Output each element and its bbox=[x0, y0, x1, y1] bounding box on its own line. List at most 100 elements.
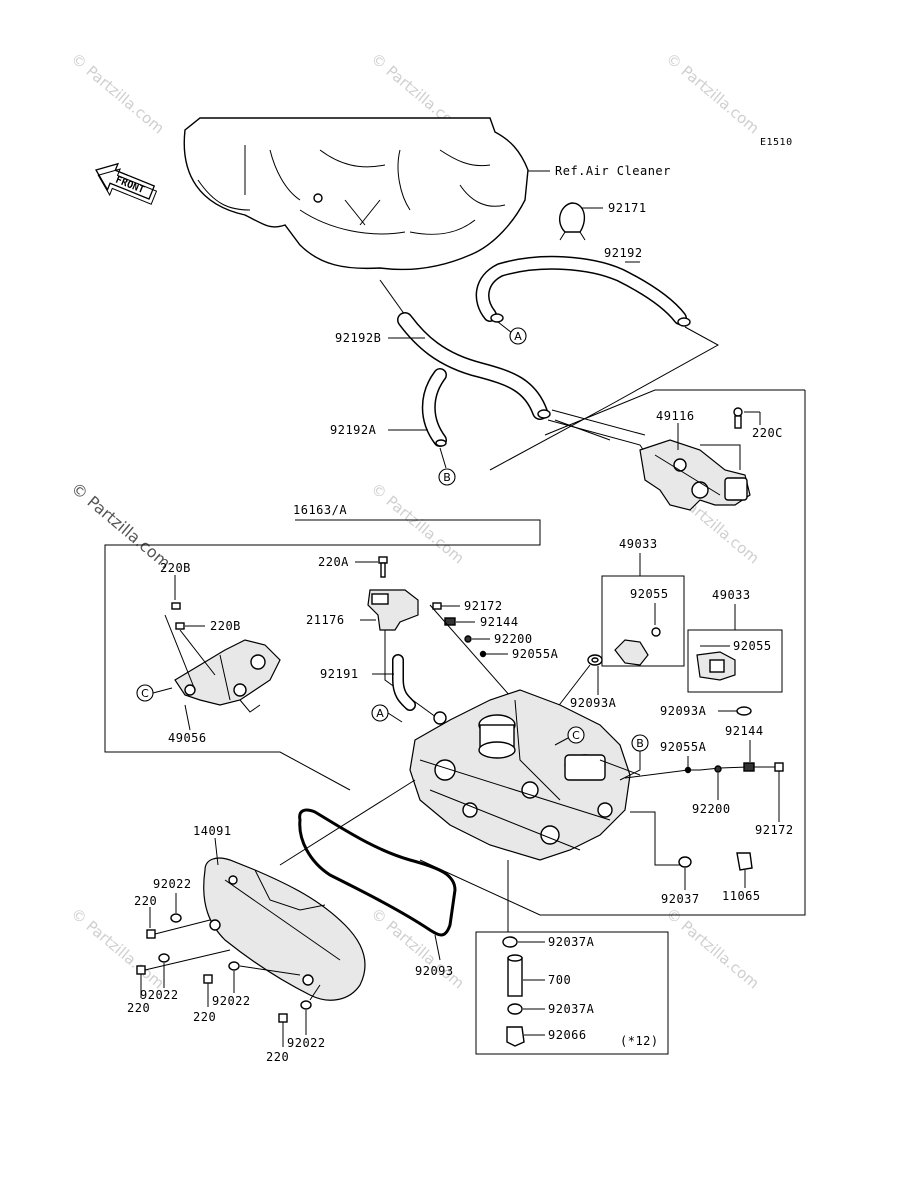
callout-b-top: B bbox=[443, 471, 451, 484]
label-49116: 49116 bbox=[656, 409, 695, 423]
part-220-screw-4 bbox=[278, 1013, 288, 1023]
part-220c-screw bbox=[733, 407, 743, 429]
watermark-3: © Partzilla.com bbox=[662, 49, 762, 137]
diagram-code: E1510 bbox=[760, 137, 793, 148]
label-92171: 92171 bbox=[608, 201, 647, 215]
part-92066-valve bbox=[506, 1026, 525, 1047]
label-220-1: 220 bbox=[134, 894, 157, 908]
part-49056-valve bbox=[164, 614, 281, 713]
part-220-screw-1 bbox=[146, 929, 156, 939]
watermark-1: © Partzilla.com bbox=[67, 49, 167, 137]
part-49033-injector-a bbox=[614, 627, 661, 666]
label-92093a-a: 92093A bbox=[570, 696, 617, 710]
label-220-4: 220 bbox=[266, 1050, 289, 1064]
watermark-7: © Partzilla.com bbox=[367, 904, 467, 992]
callout-b-right: B bbox=[636, 737, 644, 750]
label-220a: 220A bbox=[318, 555, 349, 569]
callout-a-top: A bbox=[514, 330, 522, 343]
part-92055a-upper bbox=[479, 650, 487, 658]
label-note-12: (*12) bbox=[620, 1034, 659, 1048]
part-92022-washer-4 bbox=[300, 1000, 312, 1010]
watermark-dark: © Partzilla.com bbox=[67, 479, 174, 573]
box-note-12 bbox=[475, 931, 669, 1055]
label-49033-a: 49033 bbox=[619, 537, 658, 551]
label-700: 700 bbox=[548, 973, 571, 987]
label-92144-right: 92144 bbox=[725, 724, 764, 738]
part-92022-washer-3 bbox=[228, 961, 240, 971]
label-92037a-a: 92037A bbox=[548, 935, 595, 949]
label-21176: 21176 bbox=[306, 613, 345, 627]
label-220-2: 220 bbox=[127, 1001, 150, 1015]
air-cleaner-housing bbox=[183, 117, 529, 271]
part-92172-upper bbox=[432, 602, 442, 610]
watermark-8: © Partzilla.com bbox=[662, 904, 762, 992]
engine-assembly bbox=[409, 689, 641, 861]
label-92037: 92037 bbox=[661, 892, 700, 906]
box-49033-a bbox=[601, 575, 685, 667]
label-220c: 220C bbox=[752, 426, 783, 440]
watermark-4: © Partzilla.com bbox=[367, 479, 467, 567]
part-220b-screw-b bbox=[175, 622, 185, 630]
label-ref-air-cleaner: Ref.Air Cleaner bbox=[555, 164, 671, 178]
label-92144-upper: 92144 bbox=[480, 615, 519, 629]
part-220-screw-3 bbox=[203, 974, 213, 984]
part-49033-injector-b bbox=[696, 651, 736, 681]
part-220b-screw-a bbox=[171, 602, 181, 610]
label-92192: 92192 bbox=[604, 246, 643, 260]
label-92037a-b: 92037A bbox=[548, 1002, 595, 1016]
part-92093a-seal-a bbox=[587, 654, 603, 666]
label-92022-1: 92022 bbox=[153, 877, 192, 891]
label-14091: 14091 bbox=[193, 824, 232, 838]
label-11065: 11065 bbox=[722, 889, 761, 903]
part-92200-right bbox=[714, 765, 722, 773]
part-92037-clamp bbox=[678, 856, 692, 868]
part-92200-upper bbox=[464, 635, 472, 643]
label-49056: 49056 bbox=[168, 731, 207, 745]
part-92022-washer-1 bbox=[170, 913, 182, 923]
label-220b-a: 220B bbox=[160, 561, 191, 575]
label-92192a: 92192A bbox=[330, 423, 377, 437]
label-92192b: 92192B bbox=[335, 331, 381, 345]
part-92191-hose bbox=[392, 654, 416, 711]
part-92093a-seal-b bbox=[736, 706, 752, 716]
part-11065-cap bbox=[736, 852, 753, 871]
part-220a-screw bbox=[378, 556, 388, 578]
part-14091-cover bbox=[203, 857, 366, 1001]
part-92192-hose bbox=[475, 255, 691, 327]
label-92022-3: 92022 bbox=[212, 994, 251, 1008]
label-220-3: 220 bbox=[193, 1010, 216, 1024]
watermark-6: © Partzilla.com bbox=[67, 904, 167, 992]
callout-c-right: C bbox=[572, 729, 580, 742]
label-92055-b: 92055 bbox=[733, 639, 772, 653]
label-92022-2: 92022 bbox=[140, 988, 179, 1002]
label-92093a-b: 92093A bbox=[660, 704, 707, 718]
label-92055a-upper: 92055A bbox=[512, 647, 559, 661]
part-700-hose bbox=[507, 954, 523, 997]
label-92022-4: 92022 bbox=[287, 1036, 326, 1050]
part-92171-clamp bbox=[558, 202, 586, 241]
label-220b-b: 220B bbox=[210, 619, 241, 633]
part-220-screw-2 bbox=[136, 965, 146, 975]
part-21176-sensor bbox=[367, 589, 441, 721]
part-92192a-hose bbox=[421, 368, 447, 447]
label-92200-right: 92200 bbox=[692, 802, 731, 816]
label-16163a: 16163/A bbox=[293, 503, 347, 517]
part-92022-washer-2 bbox=[158, 953, 170, 963]
callout-c-left: C bbox=[141, 687, 149, 700]
part-92037a-clamp-b bbox=[507, 1003, 523, 1015]
part-49116-throttle-body bbox=[639, 439, 751, 511]
label-92172-upper: 92172 bbox=[464, 599, 503, 613]
label-92200-upper: 92200 bbox=[494, 632, 533, 646]
label-49033-b: 49033 bbox=[712, 588, 751, 602]
box-49033-b bbox=[687, 629, 783, 693]
label-92055-a: 92055 bbox=[630, 587, 669, 601]
part-92144-right bbox=[743, 762, 755, 772]
part-92093-gasket bbox=[298, 808, 457, 937]
part-92172-right bbox=[774, 762, 784, 772]
label-92172-right: 92172 bbox=[755, 823, 794, 837]
front-arrow-icon: FRONT bbox=[95, 162, 158, 205]
label-92066: 92066 bbox=[548, 1028, 587, 1042]
label-92191: 92191 bbox=[320, 667, 359, 681]
